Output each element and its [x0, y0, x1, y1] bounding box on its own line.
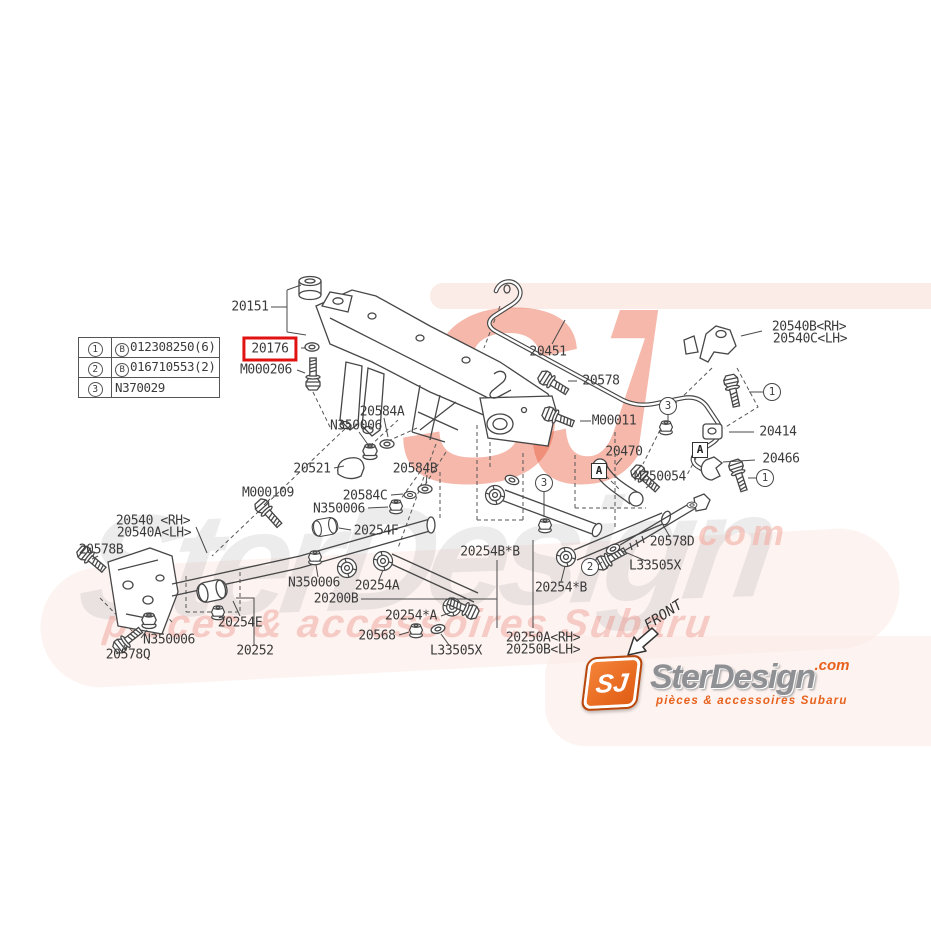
- callout-circle-1: 1: [763, 383, 781, 401]
- part-label-m000109: M000109: [242, 485, 294, 501]
- part-label-20578: 20578: [582, 373, 620, 389]
- part-label-l33505x: L33505X: [629, 558, 681, 574]
- logo-brand-text: SterDesign: [650, 658, 816, 697]
- part-label-20470: 20470: [605, 444, 643, 460]
- part-label-n350006: N350006: [330, 418, 382, 434]
- part-label-m000206: M000206: [240, 362, 292, 378]
- part-label-20578d: 20578D: [649, 534, 695, 550]
- crossmember-bushing-20151: [298, 275, 322, 301]
- legend-code: 016710553(2): [130, 358, 216, 374]
- part-label-m00011: M00011: [591, 413, 637, 429]
- part-label-20254e: 20254E: [217, 615, 263, 631]
- legend-code: 012308250(6): [130, 338, 216, 354]
- part-label-20521: 20521: [293, 461, 331, 477]
- part-label-20414: 20414: [759, 424, 797, 440]
- part-label-20254a: 20254A: [354, 578, 400, 594]
- callout-circle-1: 1: [756, 469, 774, 487]
- part-label-m250054: M250054: [634, 469, 686, 485]
- part-label-20252: 20252: [236, 643, 274, 659]
- part-label-20200b: 20200B: [313, 591, 359, 607]
- part-label-20578q: 20578Q: [105, 647, 151, 663]
- logo-icon-letters: SJ: [594, 666, 630, 699]
- callout-circle-3: 3: [659, 397, 677, 415]
- sterdesign-icon: SJ: [580, 654, 644, 712]
- part-label-20176: 20176: [242, 336, 298, 362]
- leader-lines: [91, 284, 763, 650]
- callout-box-a: A: [591, 463, 607, 479]
- part-label-20254-a: 20254*A: [385, 608, 437, 624]
- front-label: FRONT: [641, 596, 686, 633]
- part-label-20540a-lh-: 20540A<LH>: [116, 525, 192, 541]
- part-label-20250b-lh-: 20250B<LH>: [505, 642, 581, 658]
- legend-callout-1: 1: [87, 342, 103, 357]
- sterdesign-logo: SJ SterDesign.com pièces & accessoires S…: [580, 654, 850, 712]
- part-label-20254b-b: 20254B*B: [460, 544, 520, 560]
- part-label-20466: 20466: [762, 451, 800, 467]
- part-label-20540-rh-: 20540 <RH>: [115, 513, 191, 529]
- part-label-n350006: N350006: [288, 575, 340, 591]
- part-label-20568: 20568: [358, 628, 396, 644]
- part-label-20584c: 20584C: [342, 488, 388, 504]
- part-label-20451: 20451: [529, 344, 567, 360]
- logo-tagline-text: pièces & accessoires Subaru: [656, 695, 848, 708]
- part-label-n350006: N350006: [143, 632, 195, 648]
- nuts-washers: [141, 342, 698, 639]
- part-label-20151: 20151: [231, 299, 269, 315]
- legend-code: N370029: [115, 380, 165, 395]
- rear-crossmember: [315, 289, 557, 447]
- front-direction-marker: FRONT: [627, 596, 687, 656]
- part-label-n350006: N350006: [313, 501, 365, 517]
- b-chip: B: [115, 342, 129, 357]
- part-label-20540c-lh-: 20540C<LH>: [772, 331, 848, 347]
- callout-circle-3: 3: [535, 474, 553, 492]
- callout-box-a: A: [692, 442, 708, 458]
- legend-callout-3: 3: [87, 382, 103, 397]
- cap-20521: [337, 457, 365, 480]
- lateral-links: [372, 473, 672, 617]
- part-label-20254f: 20254F: [353, 523, 399, 539]
- part-label-20540b-rh-: 20540B<RH>: [771, 319, 847, 335]
- part-label-20578b: 20578B: [78, 542, 124, 558]
- logo-tld-text: .com: [814, 657, 850, 675]
- part-label-20584b: 20584B: [392, 461, 438, 477]
- callout-circle-2: 2: [581, 558, 599, 576]
- b-chip: B: [115, 362, 129, 377]
- legend-callout-2: 2: [87, 362, 103, 377]
- stabilizer-bracket-right: [683, 325, 737, 481]
- part-label-l33505x: L33505X: [430, 643, 482, 659]
- part-label-20584a: 20584A: [359, 404, 405, 420]
- legend-row: 3 N370029: [78, 377, 220, 398]
- part-label-20254-b: 20254*B: [535, 580, 587, 596]
- trailing-arm-assembly: [107, 515, 436, 635]
